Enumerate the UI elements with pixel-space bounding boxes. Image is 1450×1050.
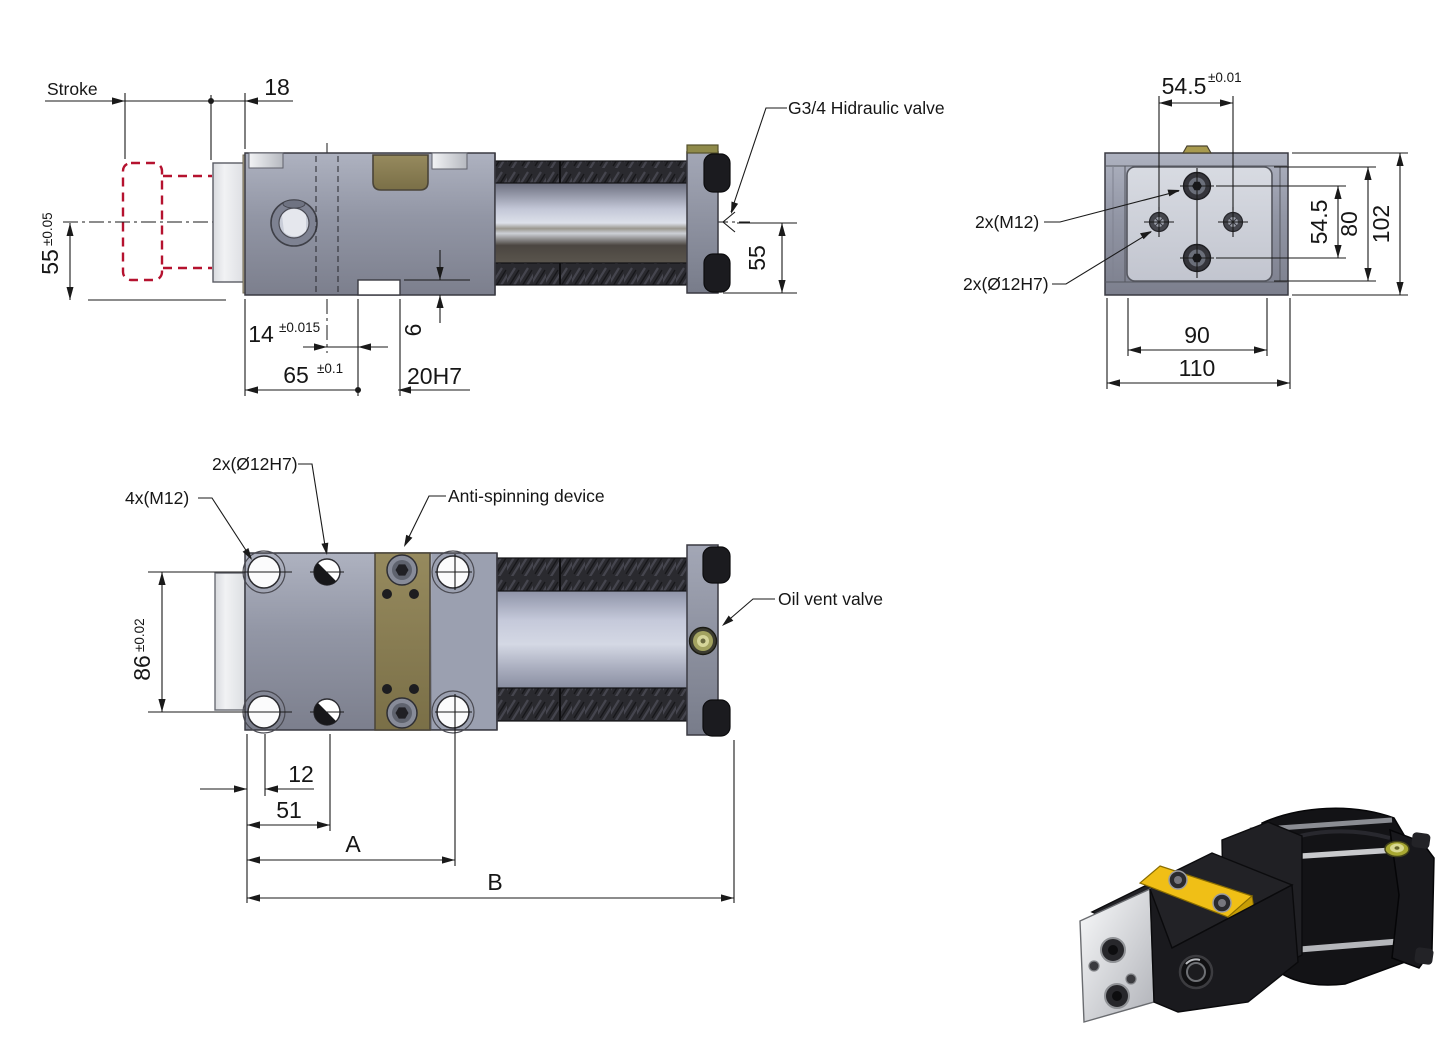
render-vent-valve	[1384, 840, 1410, 858]
product-render-3d	[1079, 807, 1435, 1023]
cap-bolt	[703, 253, 731, 293]
cap-bolt	[703, 153, 731, 193]
port-chevron	[722, 211, 736, 233]
dim-51: 51	[276, 797, 302, 823]
anti-spin-callout-label: Anti-spinning device	[448, 486, 605, 506]
render-front-face	[1079, 887, 1155, 1023]
dim-54-5-top-tol: ±0.01	[1208, 70, 1242, 85]
hydraulic-valve-callout: G3/4 Hidraulic valve	[730, 98, 945, 214]
dim-86: 86 ±0.02	[129, 571, 292, 713]
dim-102: 102	[1368, 205, 1394, 243]
side-view: Stroke 18 55 ±0.05 14 ±0.015	[37, 74, 945, 396]
dim-14-value: 14	[248, 321, 274, 347]
dim-86-value: 86	[129, 655, 155, 681]
dim-80: 80	[1336, 211, 1362, 237]
dim-54-5-top-value: 54.5	[1162, 73, 1207, 99]
dim-right-stack: 54.5 80 102	[1216, 152, 1408, 296]
stroke-label: Stroke	[47, 79, 98, 99]
anti-spin-bolt-top	[386, 554, 418, 586]
dim-6: 6	[400, 324, 426, 337]
dim-110: 110	[1179, 355, 1216, 381]
dim-55-right-value: 55	[744, 245, 770, 271]
end-view-callouts: 2x(M12) 2x(Ø12H7)	[963, 189, 1180, 294]
top-view-callouts: 4x(M12) 2x(Ø12H7) Anti-spinning device O…	[125, 454, 883, 626]
dim-12-51-a-b: 12 51 A B	[200, 727, 735, 903]
top-view: 86 ±0.02 12 51 A B	[125, 454, 883, 903]
anti-spin-bolt-bottom	[386, 697, 418, 729]
hydraulic-valve-label: G3/4 Hidraulic valve	[788, 98, 945, 118]
dowel-callout-label: 2x(Ø12H7)	[212, 454, 298, 474]
dim-a: A	[345, 831, 361, 857]
render-port	[1178, 954, 1214, 990]
cylinder-body-side	[244, 152, 496, 296]
vent-valve-top	[686, 144, 719, 154]
dim-12: 12	[288, 761, 314, 787]
dim-55-right: 55	[723, 222, 797, 294]
dim-55-left: 55 ±0.05	[37, 212, 226, 301]
dim-stroke-18: Stroke 18	[45, 74, 293, 160]
dim-65-value: 65	[283, 362, 309, 388]
dim-90: 90	[1184, 322, 1210, 348]
dim-20h7: 20H7	[407, 363, 462, 389]
tie-rod-bottom	[494, 262, 688, 286]
end-cap-side	[686, 144, 736, 294]
dowel-callout-label: 2x(Ø12H7)	[963, 274, 1049, 294]
m12-callout-label: 2x(M12)	[975, 212, 1039, 232]
port-boss	[270, 199, 318, 247]
cylinder-body-top	[242, 550, 498, 734]
oil-vent-valve	[688, 626, 718, 656]
dim-54-5-right: 54.5	[1306, 200, 1332, 245]
dim-b: B	[487, 869, 502, 895]
key-slot	[357, 279, 401, 296]
vent-valve-cap	[1181, 145, 1213, 154]
end-view-body	[1104, 145, 1289, 296]
dim-86-tol: ±0.02	[132, 618, 147, 652]
end-view: 54.5 ±0.01 54.5 80	[963, 70, 1408, 389]
m12-callout-label: 4x(M12)	[125, 488, 189, 508]
cylinder-tube-side	[494, 153, 688, 295]
cylinder-tube-top	[496, 553, 688, 730]
dim-14-tol: ±0.015	[279, 320, 320, 335]
body-notch-right	[431, 152, 468, 170]
tie-rod-top	[494, 160, 688, 184]
oil-vent-callout-label: Oil vent valve	[778, 589, 883, 609]
end-cap-top	[686, 544, 731, 737]
dim-55-left-tol: ±0.05	[40, 212, 55, 246]
phantom-stroke-outline	[121, 161, 212, 282]
anti-spin-insert-side	[372, 154, 429, 191]
dim-65-tol: ±0.1	[317, 361, 343, 376]
dim-54-5-top: 54.5 ±0.01	[1158, 70, 1242, 210]
dim-18: 18	[264, 74, 290, 100]
dim-90-110: 90 110	[1106, 298, 1291, 389]
body-notch-left	[248, 152, 284, 169]
dim-55-left-value: 55	[37, 249, 63, 275]
rod-end-plate-top	[214, 572, 246, 711]
dim-14-65-20h7-6: 14 ±0.015 65 ±0.1 20H7 6	[244, 250, 470, 396]
